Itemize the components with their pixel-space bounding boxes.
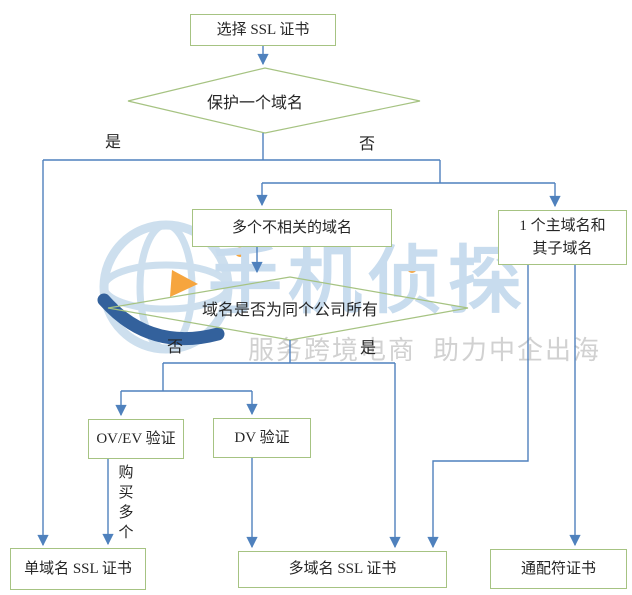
edge-label-no-2: 否 — [166, 339, 183, 356]
edge-label-buy-multiple: 购买多个 — [118, 465, 134, 541]
node-dv-validation: DV 验证 — [213, 418, 311, 458]
node-start: 选择 SSL 证书 — [190, 14, 336, 46]
watermark-orange-triangle — [170, 270, 198, 297]
diamond-same-company — [107, 276, 469, 341]
watermark-tagline: 服务跨境电商 助力中企出海 — [248, 336, 602, 365]
label-decision-same-company: 域名是否为同个公司所有 — [201, 302, 378, 319]
node-ovev-validation: OV/EV 验证 — [88, 419, 184, 459]
edge-label-yes-2: 是 — [359, 340, 376, 357]
node-single-domain-ssl: 单域名 SSL 证书 — [10, 548, 146, 590]
edge-label-yes-1: 是 — [104, 134, 121, 151]
watermark-swoosh — [97, 293, 225, 346]
diamond-protect-one-domain — [127, 67, 421, 134]
node-multi-unrelated-domains: 多个不相关的域名 — [192, 209, 392, 247]
node-wildcard-cert: 通配符证书 — [490, 549, 627, 589]
edge-label-no-1: 否 — [358, 136, 375, 153]
label-decision-protect-one: 保护一个域名 — [206, 95, 303, 112]
node-multi-domain-ssl: 多域名 SSL 证书 — [238, 551, 447, 588]
node-primary-and-subdomains: 1 个主域名和 其子域名 — [498, 210, 627, 265]
